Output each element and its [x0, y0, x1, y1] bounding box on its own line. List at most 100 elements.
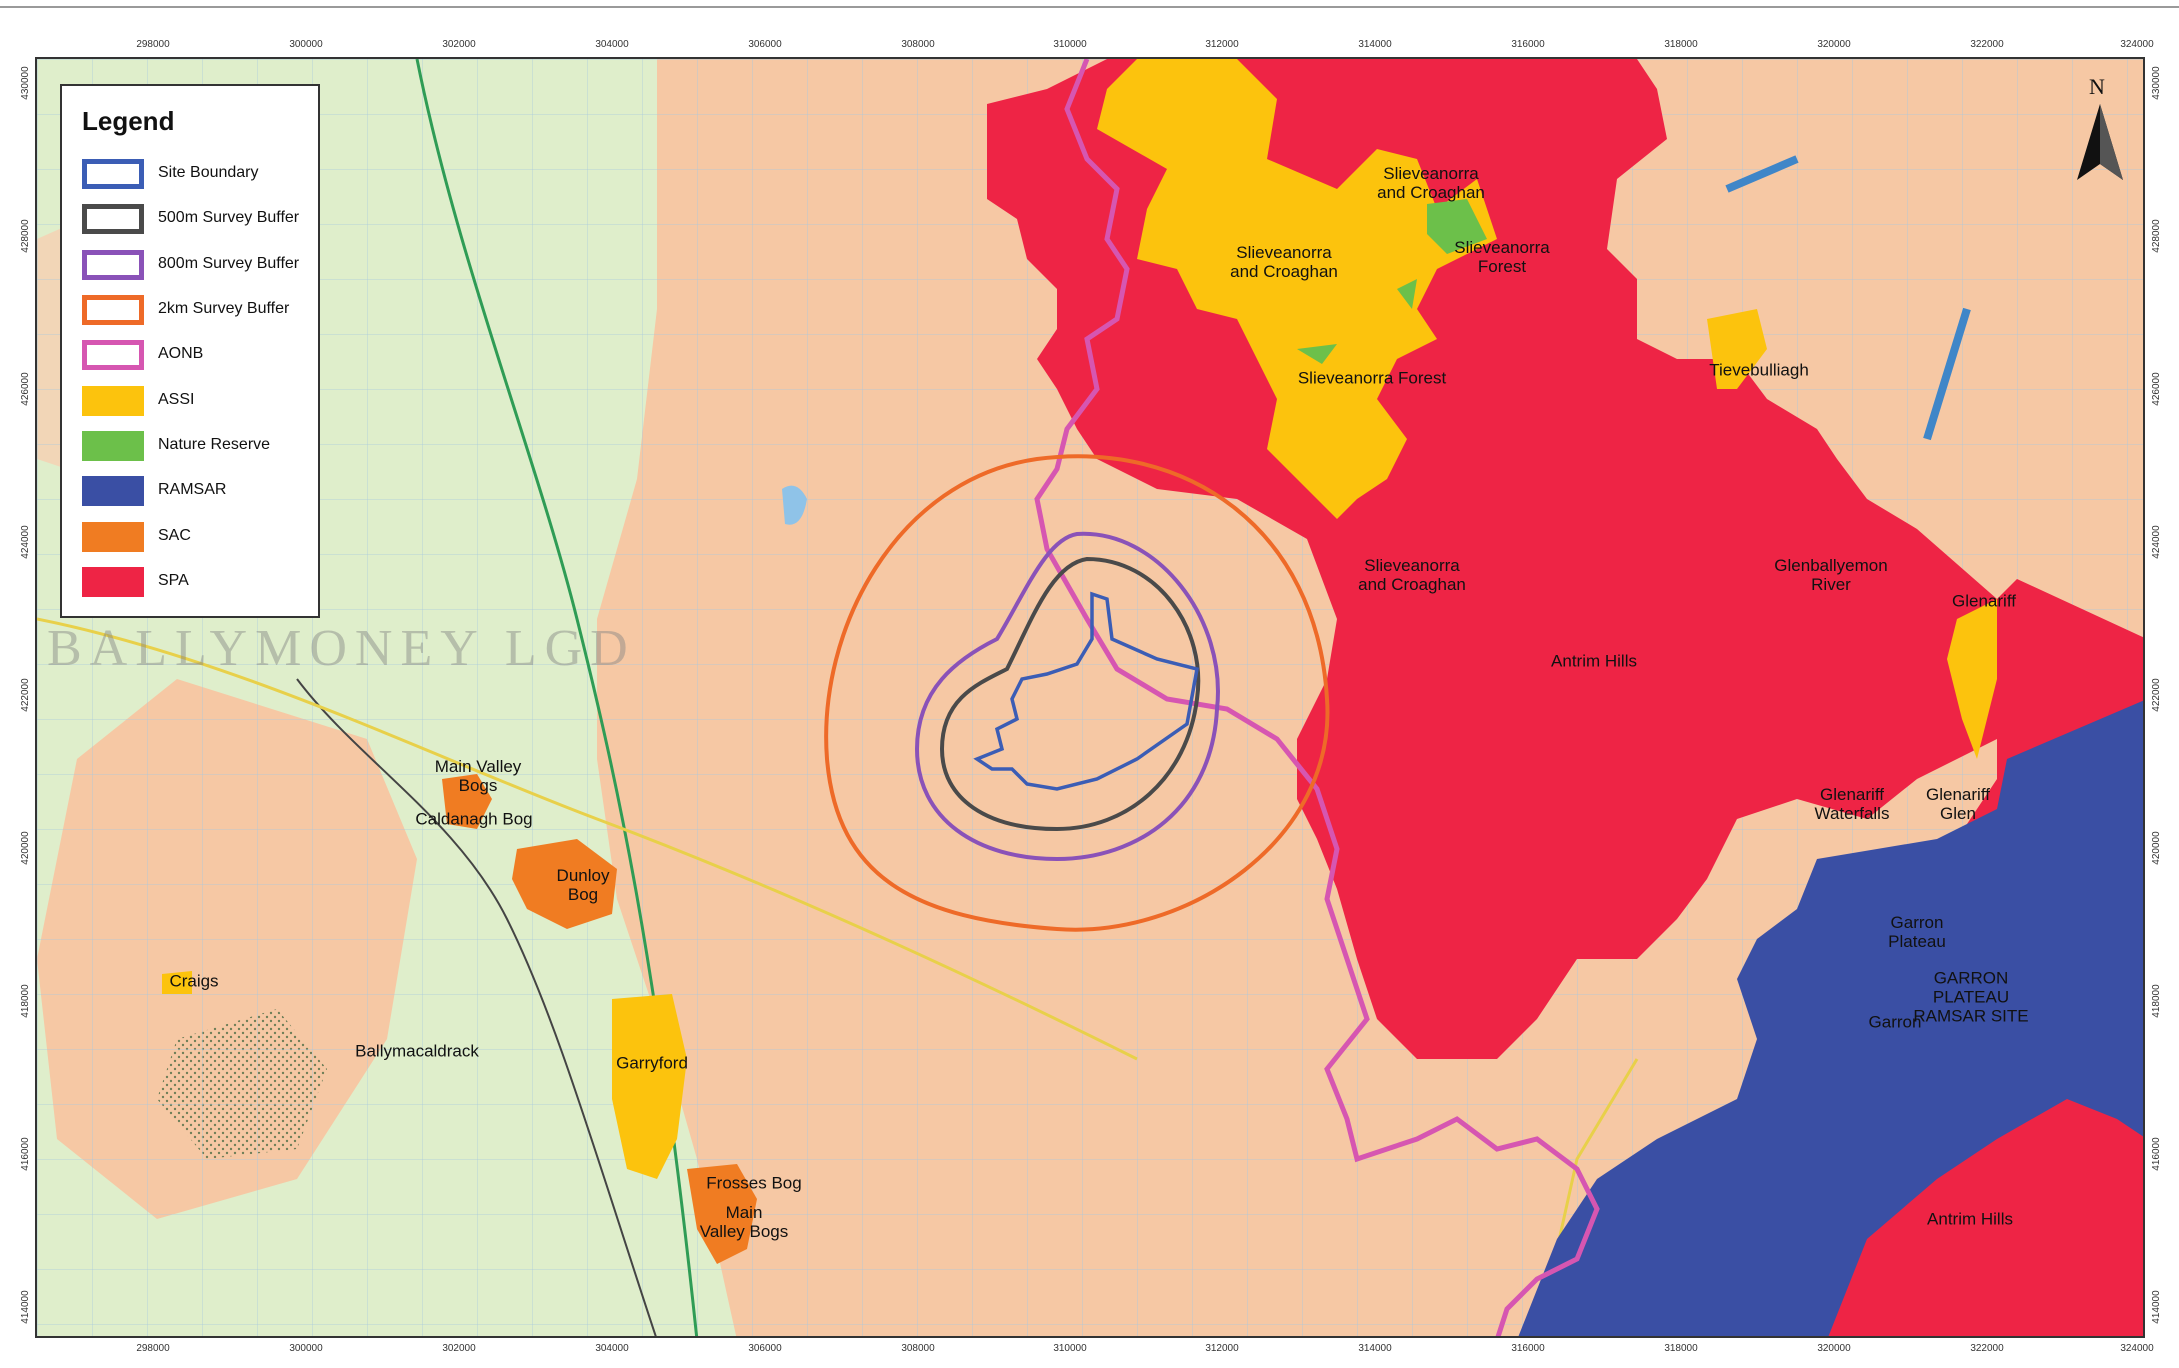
tick-bottom-304000: 304000 [595, 1343, 629, 1354]
sac-main-valley [442, 774, 492, 829]
map-frame[interactable]: BALLYMONEY LGD Slieveanorra and Croaghan… [35, 57, 2145, 1338]
tick-top-308000: 308000 [901, 39, 935, 50]
legend-label: Site Boundary [158, 164, 259, 181]
legend-panel: Legend Site Boundary 500m Survey Buffer … [60, 84, 320, 618]
label-glenariff: Glenariff [1952, 591, 2016, 611]
tick-bottom-324000: 324000 [2120, 1343, 2154, 1354]
legend-item-spa: SPA [82, 561, 317, 601]
sac-dunloy [512, 839, 617, 929]
label-garron: Garron [1868, 1012, 1922, 1032]
tick-right-430000: 430000 [2151, 66, 2162, 100]
legend-item-site-boundary: Site Boundary [82, 153, 317, 193]
tick-bottom-298000: 298000 [136, 1343, 170, 1354]
tick-bottom-312000: 312000 [1205, 1343, 1239, 1354]
sac-frosses [687, 1164, 757, 1264]
tick-right-428000: 428000 [2151, 219, 2162, 253]
tick-left-430000: 430000 [20, 66, 31, 100]
lgd-watermark: BALLYMONEY LGD [47, 620, 636, 677]
assi-glenariff [1947, 599, 1997, 759]
tick-right-426000: 426000 [2151, 372, 2162, 406]
legend-item-500m-buffer: 500m Survey Buffer [82, 198, 317, 238]
tick-top-324000: 324000 [2120, 39, 2154, 50]
label-slieveanorra-croaghan-mid: Slieveanorra and Croaghan [1358, 556, 1466, 594]
tick-top-298000: 298000 [136, 39, 170, 50]
legend-swatch [82, 340, 144, 370]
road-secondary [37, 617, 1138, 1061]
label-glenballyemon-river: Glenballyemon River [1774, 556, 1888, 594]
north-arrow: N [2075, 74, 2125, 189]
spa-area-se [1828, 1099, 2143, 1336]
tick-bottom-310000: 310000 [1053, 1343, 1087, 1354]
tick-top-316000: 316000 [1511, 39, 1545, 50]
label-ballymacaldrack: Ballymacaldrack [355, 1041, 479, 1061]
label-tievebulliagh: Tievebulliagh [1709, 360, 1809, 380]
label-garryford: Garryford [616, 1053, 688, 1073]
tick-top-306000: 306000 [748, 39, 782, 50]
label-slieveanorra-croaghan-top: Slieveanorra and Croaghan [1377, 164, 1485, 202]
legend-swatch [82, 522, 144, 552]
assi-craigs [162, 971, 192, 994]
legend-label: 500m Survey Buffer [158, 209, 300, 226]
buffer-500m [939, 556, 1201, 832]
label-garron-plateau: Garron Plateau [1888, 913, 1946, 951]
tick-bottom-322000: 322000 [1970, 1343, 2004, 1354]
legend-label: AONB [158, 345, 204, 362]
legend-item-sac: SAC [82, 516, 317, 556]
tick-bottom-302000: 302000 [442, 1343, 476, 1354]
tick-left-426000: 426000 [20, 372, 31, 406]
tick-bottom-320000: 320000 [1817, 1343, 1851, 1354]
label-slieveanorra-croaghan-left: Slieveanorra and Croaghan [1230, 243, 1338, 281]
label-glenariff-waterfalls: Glenariff Waterfalls [1814, 785, 1890, 823]
tick-right-416000: 416000 [2151, 1137, 2162, 1171]
tick-top-304000: 304000 [595, 39, 629, 50]
legend-item-2km-buffer: 2km Survey Buffer [82, 289, 317, 329]
railway [296, 678, 657, 1336]
tick-left-424000: 424000 [20, 525, 31, 559]
buffer-800m [914, 531, 1220, 862]
legend-item-nature-reserve: Nature Reserve [82, 425, 317, 465]
tick-left-416000: 416000 [20, 1137, 31, 1171]
tick-bottom-306000: 306000 [748, 1343, 782, 1354]
tick-bottom-316000: 316000 [1511, 1343, 1545, 1354]
map-canvas [37, 59, 2143, 1336]
tick-top-318000: 318000 [1664, 39, 1698, 50]
assi-garryford [612, 994, 687, 1179]
legend-swatch [82, 476, 144, 506]
legend-item-assi: ASSI [82, 380, 317, 420]
legend-label: SAC [158, 527, 191, 544]
assi-tievebulliagh [1707, 309, 1767, 389]
legend-swatch [82, 250, 144, 280]
top-rule [0, 6, 2179, 8]
tick-right-424000: 424000 [2151, 525, 2162, 559]
tick-top-320000: 320000 [1817, 39, 1851, 50]
legend-swatch [82, 204, 144, 234]
tick-left-428000: 428000 [20, 219, 31, 253]
legend-swatch [82, 386, 144, 416]
label-antrim-hills: Antrim Hills [1551, 651, 1637, 671]
tick-top-314000: 314000 [1358, 39, 1392, 50]
legend-swatch [82, 431, 144, 461]
label-glenariff-glen: Glenariff Glen [1926, 785, 1990, 823]
legend-label: Nature Reserve [158, 436, 271, 453]
tick-top-302000: 302000 [442, 39, 476, 50]
legend-label: SPA [158, 572, 189, 589]
nr-slieveanorra-forest [1427, 199, 1487, 254]
buffer-2km [824, 454, 1330, 932]
assi-slieveanorra [1097, 59, 1497, 519]
nr-small-1 [1397, 279, 1417, 309]
label-garron-plateau-ramsar: GARRON PLATEAU RAMSAR SITE [1913, 968, 2029, 1026]
label-caldanagh-bog: Caldanagh Bog [415, 809, 533, 829]
label-antrim-hills-se: Antrim Hills [1927, 1209, 2013, 1229]
legend-swatch [82, 159, 144, 189]
legend-label: ASSI [158, 391, 195, 408]
lake [782, 485, 807, 525]
tick-left-422000: 422000 [20, 678, 31, 712]
tick-bottom-300000: 300000 [289, 1343, 323, 1354]
aonb-boundary [1034, 59, 1600, 1336]
legend-item-ramsar: RAMSAR [82, 470, 317, 510]
label-main-valley-bogs-south: Main Valley Bogs [699, 1203, 789, 1241]
label-main-valley-bogs: Main Valley Bogs [434, 757, 522, 795]
legend-title: Legend [82, 106, 175, 136]
label-dunloy-bog: Dunloy Bog [556, 866, 610, 904]
tick-top-312000: 312000 [1205, 39, 1239, 50]
